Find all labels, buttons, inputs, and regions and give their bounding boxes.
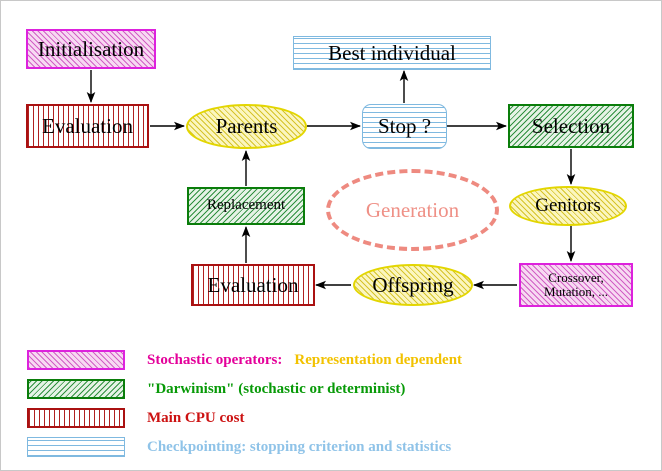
legend-swatch-blue-horizontal-icon: [27, 437, 125, 457]
node-genitors-label: Genitors: [535, 195, 601, 217]
node-stop[interactable]: Stop ?: [362, 104, 447, 149]
node-parents-label: Parents: [215, 114, 278, 139]
node-generation-grouping: Generation: [326, 169, 499, 251]
node-operators-label-line1: Crossover,: [548, 270, 604, 286]
node-evaluation-bottom-label: Evaluation: [207, 272, 299, 297]
node-operators-label-line2: Mutation, ...: [544, 284, 608, 299]
legend-swatch-green-diagonal-icon: [27, 379, 125, 399]
node-evaluation-top[interactable]: Evaluation: [26, 104, 149, 148]
node-evaluation-top-label: Evaluation: [42, 113, 133, 138]
legend-label-main-cpu-cost: Main CPU cost: [147, 409, 245, 426]
legend-item-main-cpu-cost: Main CPU cost: [27, 408, 245, 428]
legend-label-checkpointing: Checkpointing: stopping criterion and st…: [147, 438, 452, 455]
node-initialisation-label: Initialisation: [37, 36, 145, 61]
node-selection-label: Selection: [531, 113, 611, 138]
node-offspring-label: Offspring: [372, 272, 454, 297]
legend-label-representation-dependent: Representation dependent: [294, 351, 463, 368]
node-offspring[interactable]: Offspring: [353, 264, 473, 306]
legend-item-checkpointing: Checkpointing: stopping criterion and st…: [27, 437, 451, 457]
node-selection[interactable]: Selection: [508, 104, 634, 148]
node-best-individual-label: Best individual: [328, 40, 456, 65]
legend-item-stochastic-operators: Stochastic operators: Representation dep…: [27, 350, 462, 370]
node-replacement-label: Replacement: [206, 197, 286, 214]
legend-item-darwinism: "Darwinism" (stochastic or determinist): [27, 379, 405, 399]
node-initialisation[interactable]: Initialisation: [26, 29, 156, 69]
legend-swatch-red-vertical-icon: [27, 408, 125, 428]
node-parents[interactable]: Parents: [186, 104, 307, 149]
node-evaluation-bottom[interactable]: Evaluation: [191, 264, 315, 306]
node-stop-label: Stop ?: [377, 114, 432, 139]
node-genitors[interactable]: Genitors: [509, 186, 627, 226]
node-operators[interactable]: Crossover, Mutation, ...: [519, 263, 633, 307]
node-best-individual[interactable]: Best individual: [293, 36, 491, 70]
legend-swatch-magenta-diagonal-icon: [27, 350, 125, 370]
legend-label-darwinism: "Darwinism" (stochastic or determinist): [147, 380, 406, 397]
node-generation-label: Generation: [365, 197, 460, 222]
node-replacement[interactable]: Replacement: [187, 187, 305, 225]
legend-label-stochastic-operators: Stochastic operators:: [147, 351, 283, 368]
